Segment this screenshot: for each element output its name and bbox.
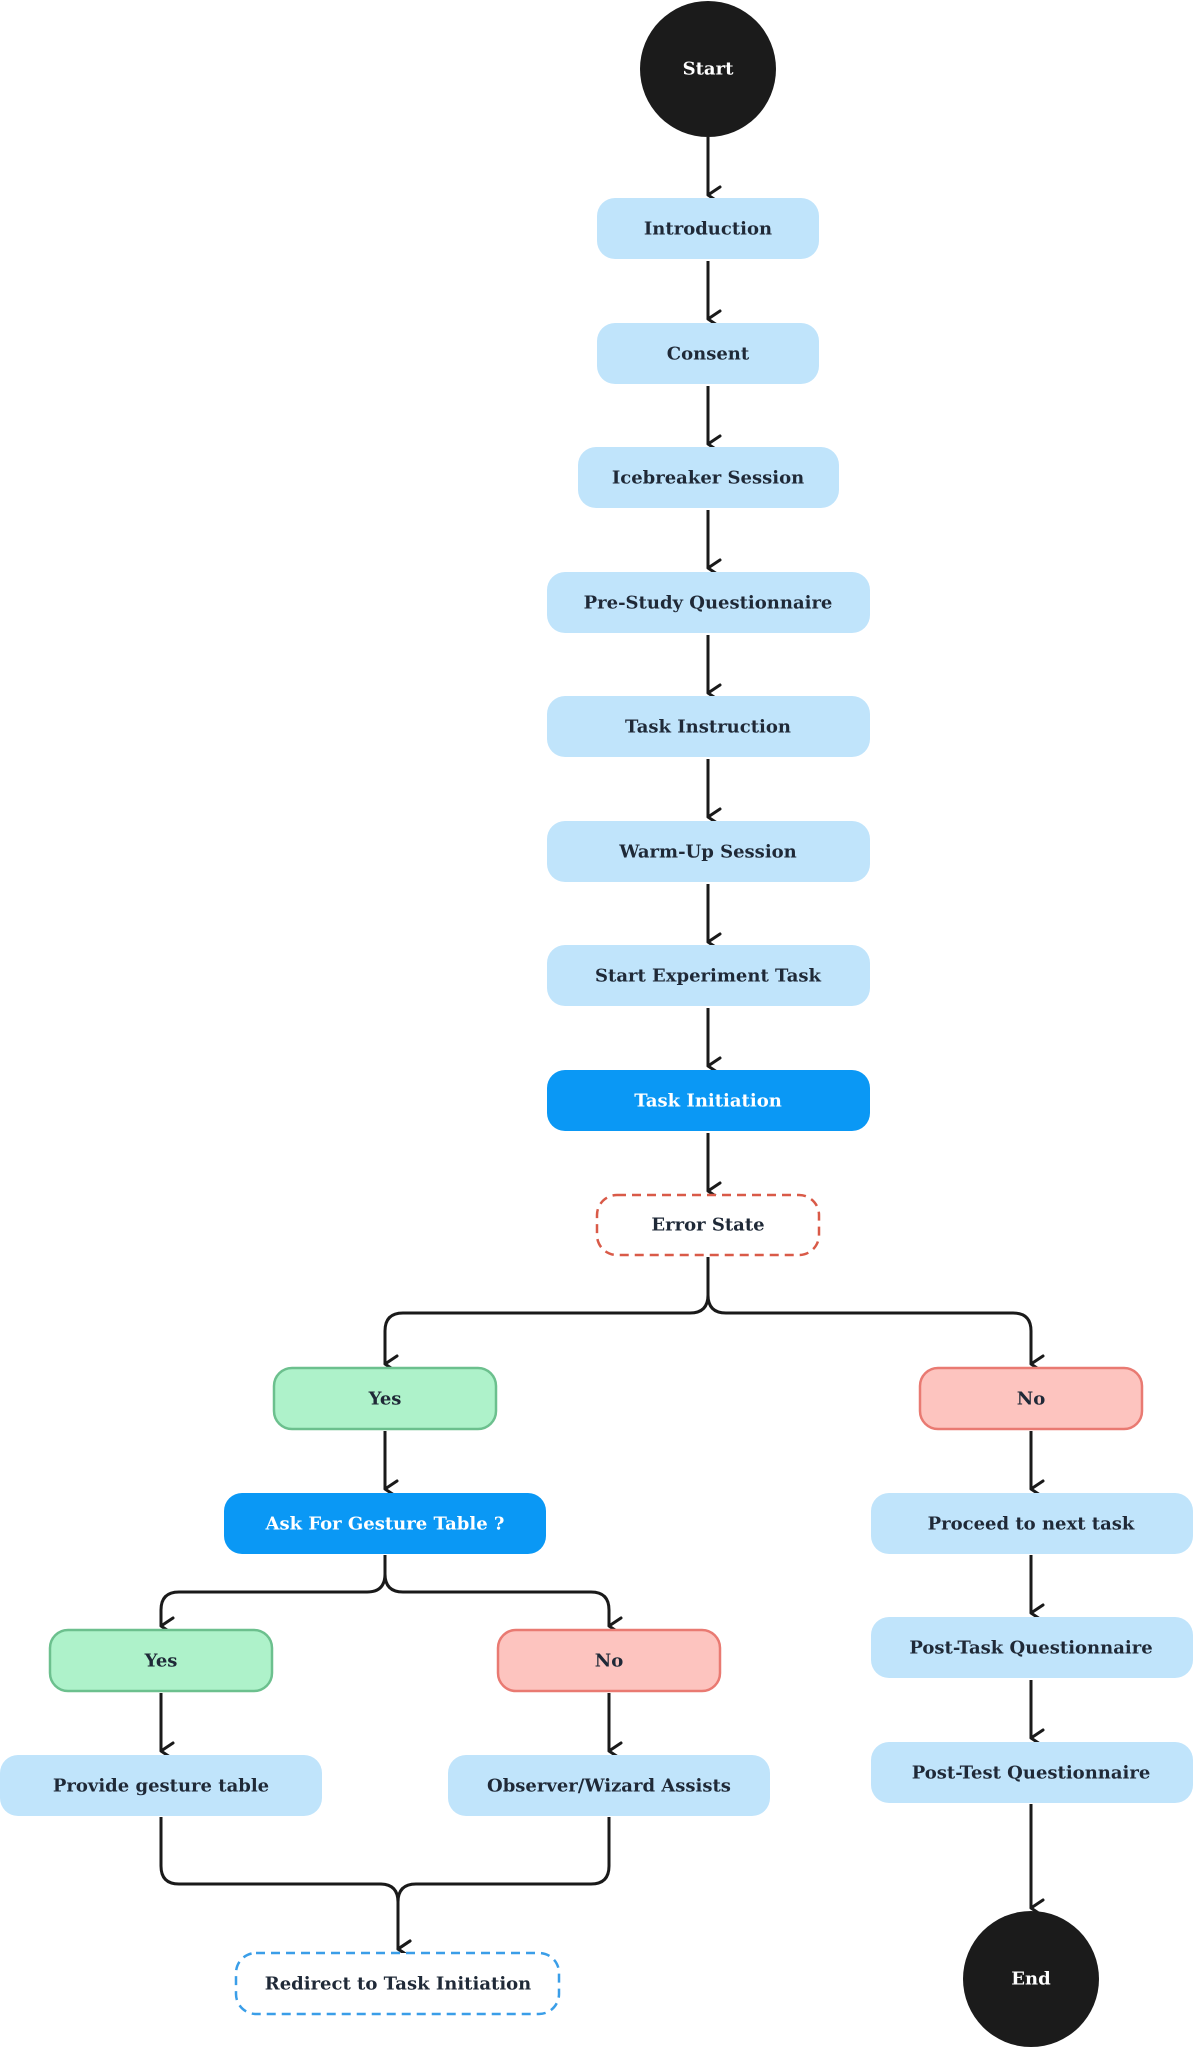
task-instruction-label: Task Instruction — [625, 717, 791, 738]
task-instruction-node: Task Instruction — [547, 696, 870, 757]
start-label: Start — [683, 59, 734, 80]
post-test-label: Post-Test Questionnaire — [912, 1763, 1151, 1784]
start-node: Start — [640, 1, 776, 137]
icebreaker-node: Icebreaker Session — [578, 447, 839, 508]
edge-askgesture-no — [383, 1555, 623, 1636]
icebreaker-label: Icebreaker Session — [612, 468, 804, 489]
edge-errorstate-yes — [383, 1257, 710, 1374]
edge-askgesture-yes — [159, 1555, 387, 1636]
edge-providegesture-redirect — [159, 1817, 412, 1959]
proceed-next-node: Proceed to next task — [871, 1493, 1193, 1554]
observer-assists-label: Observer/Wizard Assists — [487, 1776, 731, 1797]
error-state-label: Error State — [651, 1215, 764, 1236]
edges — [159, 137, 1045, 1959]
warm-up-node: Warm-Up Session — [547, 821, 870, 882]
start-experiment-label: Start Experiment Task — [595, 966, 821, 987]
introduction-label: Introduction — [644, 219, 772, 240]
task-initiation-label: Task Initiation — [634, 1091, 782, 1112]
error-state-node: Error State — [595, 1193, 821, 1257]
warm-up-label: Warm-Up Session — [618, 842, 797, 863]
consent-label: Consent — [667, 344, 750, 365]
yes-gesture-label: Yes — [144, 1651, 178, 1672]
start-experiment-node: Start Experiment Task — [547, 945, 870, 1006]
end-label: End — [1011, 1969, 1051, 1990]
post-task-label: Post-Task Questionnaire — [909, 1638, 1152, 1659]
edge-errorstate-no — [706, 1257, 1045, 1374]
post-task-node: Post-Task Questionnaire — [871, 1617, 1193, 1678]
proceed-next-label: Proceed to next task — [928, 1514, 1135, 1535]
pre-study-node: Pre-Study Questionnaire — [547, 572, 870, 633]
end-node: End — [963, 1911, 1099, 2047]
introduction-node: Introduction — [597, 198, 819, 259]
yes-error-node: Yes — [272, 1366, 498, 1431]
ask-gesture-node: Ask For Gesture Table ? — [224, 1493, 546, 1554]
redirect-label: Redirect to Task Initiation — [265, 1974, 532, 1995]
task-initiation-node: Task Initiation — [547, 1070, 870, 1131]
no-error-node: No — [918, 1366, 1144, 1431]
post-test-node: Post-Test Questionnaire — [871, 1742, 1193, 1803]
pre-study-label: Pre-Study Questionnaire — [584, 593, 833, 614]
no-gesture-node: No — [496, 1628, 722, 1693]
edge-observerassists-redirect — [396, 1817, 611, 1959]
consent-node: Consent — [597, 323, 819, 384]
provide-gesture-label: Provide gesture table — [53, 1776, 269, 1797]
yes-error-label: Yes — [368, 1389, 402, 1410]
ask-gesture-label: Ask For Gesture Table ? — [265, 1514, 505, 1535]
yes-gesture-node: Yes — [48, 1628, 274, 1693]
no-error-label: No — [1017, 1389, 1045, 1410]
provide-gesture-node: Provide gesture table — [0, 1755, 322, 1816]
redirect-node: Redirect to Task Initiation — [234, 1951, 561, 2016]
observer-assists-node: Observer/Wizard Assists — [448, 1755, 770, 1816]
no-gesture-label: No — [595, 1651, 623, 1672]
